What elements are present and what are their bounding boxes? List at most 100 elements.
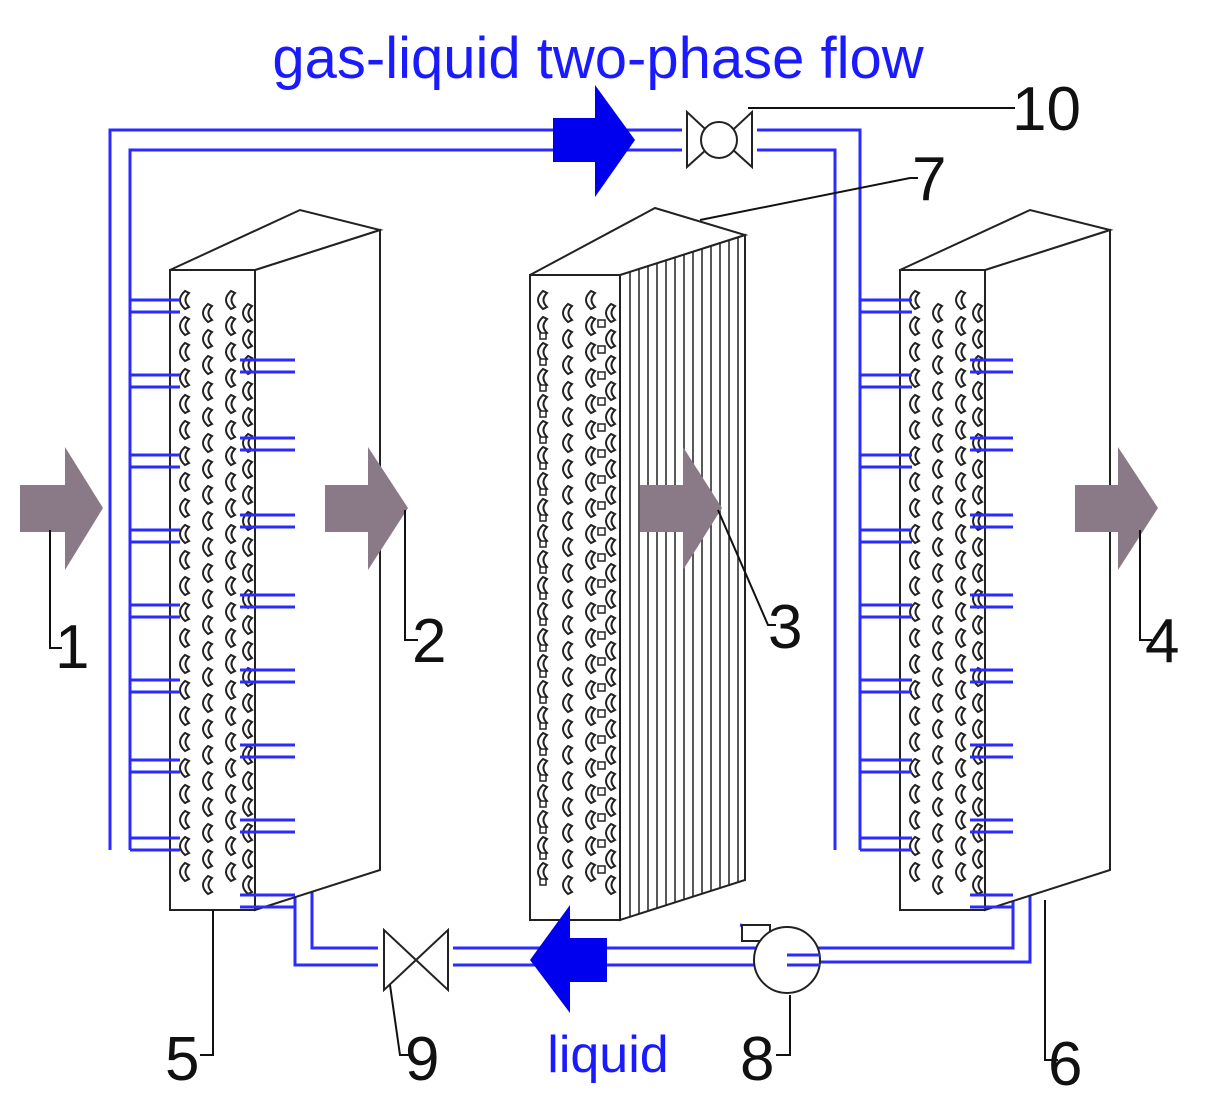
port-square: [597, 865, 606, 874]
port-square: [597, 449, 606, 458]
label-9: 9: [405, 1025, 439, 1094]
port-square: [597, 423, 606, 432]
two-phase-flow-arrow: [553, 85, 635, 197]
leader-lines: [49, 107, 1152, 1061]
port-square: [597, 839, 606, 848]
port-square: [539, 384, 547, 392]
stub-right-in: [860, 678, 912, 694]
stub-right-in: [860, 758, 912, 774]
stub-right-out: [970, 436, 1013, 452]
port-square: [597, 683, 606, 692]
stub-right-out: [970, 668, 1013, 684]
stub-left-out: [240, 818, 295, 834]
port-square: [539, 462, 547, 470]
middle-heat-exchanger: [529, 206, 749, 922]
stub-right-in: [860, 528, 912, 544]
port-square: [597, 501, 606, 510]
port-square: [597, 527, 606, 536]
port-square: [597, 709, 606, 718]
port-square: [539, 800, 547, 808]
stub-right-in: [860, 298, 912, 314]
port-square: [539, 540, 547, 548]
port-square: [539, 488, 547, 496]
port-square: [539, 774, 547, 782]
port-square: [597, 397, 606, 406]
stub-left-out: [240, 893, 295, 909]
port-square: [597, 735, 606, 744]
stub-left-in: [130, 528, 180, 544]
stub-right-out: [970, 893, 1013, 909]
port-square: [539, 878, 547, 886]
pump-8: [741, 924, 821, 994]
air-arrow-outlet-4: [1075, 447, 1158, 570]
port-square: [539, 566, 547, 574]
port-square: [539, 358, 547, 366]
air-arrow-inlet-1: [20, 447, 103, 570]
stub-left-out: [240, 743, 295, 759]
port-square: [539, 618, 547, 626]
label-10: 10: [1012, 75, 1081, 144]
port-square: [539, 514, 547, 522]
port-square: [539, 722, 547, 730]
label-5: 5: [165, 1025, 199, 1094]
stub-left-in: [130, 758, 180, 774]
stub-left-out: [240, 668, 295, 684]
stub-left-out: [240, 436, 295, 452]
port-square: [539, 696, 547, 704]
label-1: 1: [55, 613, 89, 682]
port-square: [597, 631, 606, 640]
port-square: [539, 592, 547, 600]
stub-left-in: [130, 836, 180, 852]
port-square: [597, 657, 606, 666]
label-8: 8: [740, 1025, 774, 1094]
port-square: [597, 813, 606, 822]
label-2: 2: [412, 607, 446, 676]
stub-left-in: [130, 453, 180, 469]
check-valve-10: [682, 109, 757, 170]
port-square: [597, 605, 606, 614]
port-square: [539, 670, 547, 678]
air-flow-arrows: [20, 447, 1158, 570]
stub-right-in: [860, 836, 912, 852]
port-square: [539, 826, 547, 834]
stub-left-out: [240, 593, 295, 609]
stub-left-in: [130, 298, 180, 314]
port-square: [597, 371, 606, 380]
liquid-flow-arrow: [530, 905, 607, 1013]
stub-right-in: [860, 373, 912, 389]
port-square: [597, 475, 606, 484]
top-vapor-pipe: [108, 128, 862, 850]
stub-right-out: [970, 818, 1013, 834]
tube-connector-stubs: [130, 298, 1013, 909]
expansion-valve-9: [378, 927, 453, 993]
port-square: [539, 644, 547, 652]
port-square: [597, 787, 606, 796]
left-heat-exchanger: [169, 208, 384, 912]
label-4: 4: [1145, 607, 1179, 676]
port-square: [539, 852, 547, 860]
stub-left-in: [130, 603, 180, 619]
stub-left-out: [240, 358, 295, 374]
port-square: [539, 332, 547, 340]
label-6: 6: [1048, 1030, 1082, 1099]
liquid-label: liquid: [547, 1026, 668, 1084]
two-phase-flow-label: gas-liquid two-phase flow: [272, 26, 924, 91]
stub-left-in: [130, 373, 180, 389]
stub-left-out: [240, 513, 295, 529]
stub-right-in: [860, 453, 912, 469]
port-square: [597, 761, 606, 770]
stub-left-in: [130, 678, 180, 694]
stub-right-out: [970, 593, 1013, 609]
right-heat-exchanger: [899, 208, 1114, 912]
label-7: 7: [912, 145, 946, 214]
air-arrow-2: [325, 447, 408, 570]
label-3: 3: [768, 593, 802, 662]
air-arrow-3: [640, 447, 722, 570]
port-square: [539, 748, 547, 756]
stub-right-out: [970, 743, 1013, 759]
port-square: [539, 410, 547, 418]
port-square: [597, 345, 606, 354]
stub-right-in: [860, 603, 912, 619]
stub-right-out: [970, 513, 1013, 529]
